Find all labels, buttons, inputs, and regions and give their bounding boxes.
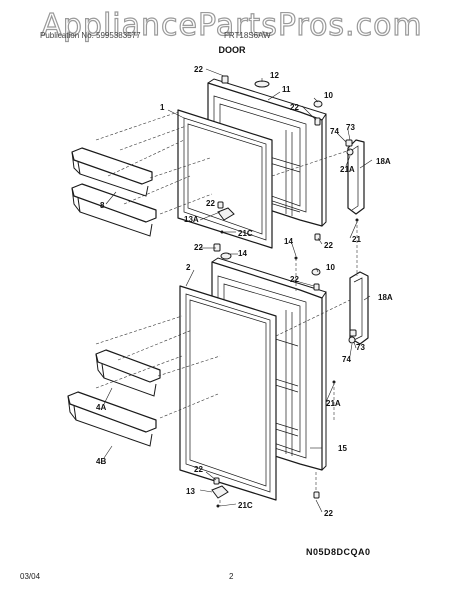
callout-15: 15	[338, 444, 347, 453]
callout-13: 13	[186, 487, 195, 496]
diagram-code: N05D8DCQA0	[306, 547, 371, 557]
callout-73-a: 73	[346, 123, 355, 132]
footer-page-number: 2	[229, 572, 234, 581]
upper-door-handle	[347, 139, 365, 215]
callout-14-b: 14	[238, 249, 247, 258]
callout-22-d: 22	[324, 241, 333, 250]
footer-date: 03/04	[20, 572, 41, 581]
upper-door-shelves	[71, 147, 157, 237]
leader-lines	[103, 68, 373, 513]
callout-10-a: 10	[324, 91, 333, 100]
callout-74-b: 74	[342, 355, 351, 364]
callout-2: 2	[186, 263, 191, 272]
upper-door-gasket	[177, 109, 273, 249]
callout-21a-b: 21A	[326, 399, 341, 408]
callout-21c-a: 21C	[238, 229, 253, 238]
lower-door-gasket	[179, 285, 277, 501]
callout-10-b: 10	[326, 263, 335, 272]
callout-74-a: 74	[330, 127, 339, 136]
callout-22-f: 22	[290, 275, 299, 284]
callout-22-e: 22	[194, 243, 203, 252]
lower-door-hardware	[211, 243, 357, 508]
callout-12: 12	[270, 71, 279, 80]
callout-4b: 4B	[96, 457, 106, 466]
callout-13a-a: 13A	[184, 215, 199, 224]
upper-door-hardware	[217, 75, 359, 241]
callout-11: 11	[282, 85, 291, 94]
publication-header: Publication No. 5995383577	[40, 31, 141, 40]
callout-labels: 22 12 11 1 10 22 74 73 18A 21A 8 22 13A …	[96, 65, 393, 518]
callout-21a-a: 21A	[340, 165, 355, 174]
callout-22-b: 22	[290, 103, 299, 112]
callout-21c-b: 21C	[238, 501, 253, 510]
callout-22-g: 22	[194, 465, 203, 474]
section-title: DOOR	[218, 45, 246, 55]
callout-8: 8	[100, 201, 105, 210]
publication-model: FRT18S6AW	[224, 31, 271, 40]
callout-18a-a: 18A	[376, 157, 391, 166]
callout-1: 1	[160, 103, 165, 112]
callout-14-a: 14	[284, 237, 293, 246]
callout-22-c: 22	[206, 199, 215, 208]
callout-18a-b: 18A	[378, 293, 393, 302]
lower-door-shelves	[67, 349, 161, 447]
callout-21: 21	[352, 235, 361, 244]
callout-22-h: 22	[324, 509, 333, 518]
watermark: AppliancePartsPros.com	[41, 7, 423, 43]
callout-73-b: 73	[356, 343, 365, 352]
alignment-lines	[95, 111, 358, 506]
callout-4a: 4A	[96, 403, 106, 412]
callout-22-a: 22	[194, 65, 203, 74]
